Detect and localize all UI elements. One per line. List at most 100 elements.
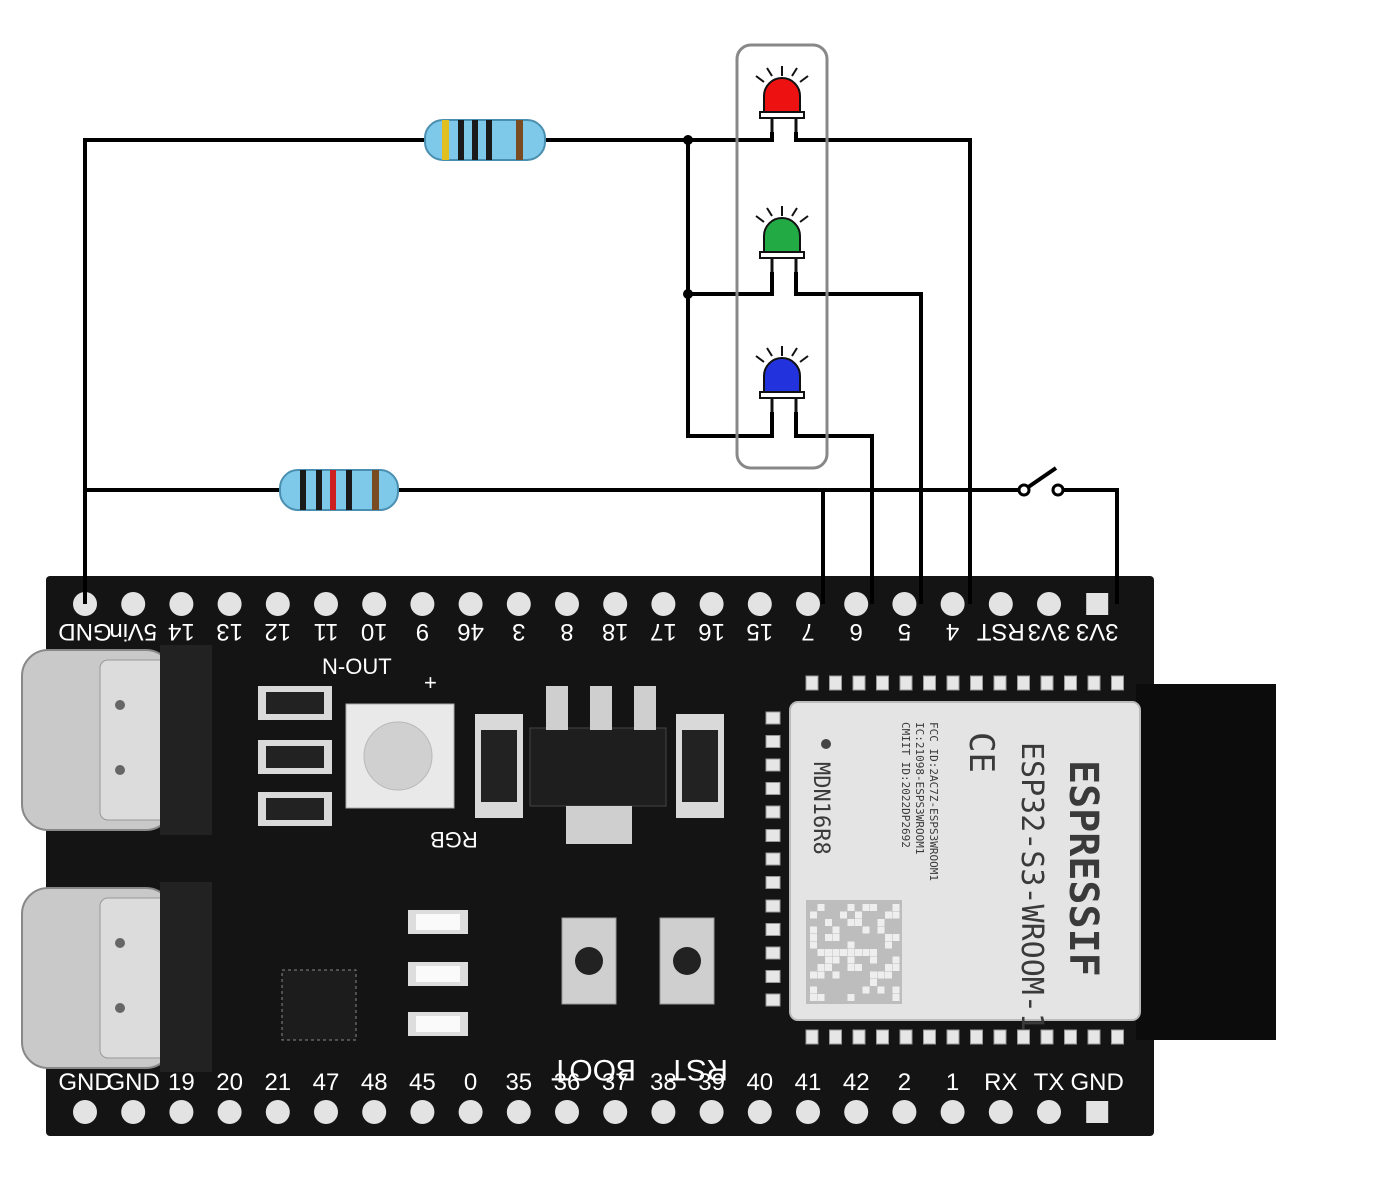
rst-button[interactable] [659,917,715,1005]
pin-label-bottom: 38 [650,1069,677,1096]
pin-label-top: 10 [361,618,388,645]
pin-label-top: 17 [650,618,677,645]
usb-c-connector-top [21,645,212,835]
pin-label-bottom: 37 [602,1069,629,1096]
wire-cathode-bus [686,140,774,438]
wire-cathode-green [688,272,774,296]
pin-label-top: 11 [314,618,339,645]
header-pin-bottom [1086,1101,1109,1123]
header-pin-bottom [410,1100,435,1124]
header-pin-bottom [796,1100,820,1124]
pin-label-top: 4 [946,618,959,645]
pin-label-bottom: 20 [216,1069,243,1096]
pin-label-bottom: TX [1034,1069,1065,1096]
header-pin-top [747,592,772,616]
silk-rst: RST [668,1053,728,1086]
pin-label-top: 3V3 [1028,618,1071,645]
header-pin-top [844,592,869,616]
esp32-s3-wroom-1-module: ESPRESSIF ESP32-S3-WROOM-1 CE MDN16R8 FC… [765,675,1276,1045]
pin-label-bottom: 2 [898,1069,911,1096]
header-pin-bottom [73,1100,97,1124]
pin-label-bottom: 21 [264,1069,291,1096]
led-red [755,66,809,132]
header-pin-bottom [892,1100,917,1124]
wire-green-to-pin5 [794,272,923,604]
header-pin-top [506,592,531,616]
header-pin-top [796,592,820,616]
header-pin-top [217,592,242,616]
pin-label-top: 9 [416,618,429,645]
pin-label-top: GND [58,618,111,645]
led-glow-icon [755,206,809,223]
header-pin-top [555,592,579,616]
pin-label-bottom: 35 [505,1069,532,1096]
usb-c-connector-bottom [21,882,212,1072]
pin-label-top: 18 [602,618,629,645]
module-ce-mark: CE [961,732,1001,773]
header-pin-bottom [844,1100,869,1124]
pin-label-bottom: 47 [313,1069,340,1096]
pin-label-top: 6 [850,618,863,645]
module-brand: ESPRESSIF [1060,760,1106,977]
header-pin-bottom [940,1100,965,1124]
header-pin-bottom [651,1100,676,1124]
pin-label-top: 13 [216,618,243,645]
wire-blue-to-pin6 [794,412,874,604]
wire-gnd-top [83,138,425,604]
led-group-outline [735,43,829,470]
pin-label-top: 12 [264,618,291,645]
resistor-2 [279,469,399,511]
header-pin-bottom [362,1100,387,1124]
pin-label-top: 46 [457,618,484,645]
module-model: ESP32-S3-WROOM-1 [1014,742,1049,1031]
pin-label-top: 7 [801,618,814,645]
led-green [755,206,809,272]
pin-label-top: 15 [746,618,773,645]
header-pin-bottom [1037,1100,1061,1124]
pin-label-top: 16 [698,618,725,645]
wires [83,132,1119,604]
pin-label-top: 5Vin [109,618,157,645]
pin-label-bottom: GND [107,1069,160,1096]
pin-label-top: 3 [512,618,525,645]
pin-label-bottom: GND [58,1069,111,1096]
pin-label-top: 5 [898,618,911,645]
header-pin-top [988,592,1013,616]
junction-dot [683,135,693,145]
silk-plus: + [424,670,437,695]
usb-bridge-chip [281,969,357,1041]
header-pin-top [699,592,724,616]
header-pin-bottom [699,1100,724,1124]
module-cert-line: FCC ID:2AC7Z-ESPS3WROOM1 [927,722,940,881]
pin-label-bottom: 39 [698,1069,725,1096]
switch-contact [1017,483,1031,497]
header-pin-top [940,592,965,616]
junction-dot [683,289,693,299]
pin-label-top: 8 [560,618,573,645]
pin-label-bottom: GND [1071,1069,1124,1096]
header-pin-bottom [265,1100,290,1124]
wire-red-to-pin4 [794,132,972,604]
pin-label-bottom: 41 [795,1069,822,1096]
pin-label-bottom: RX [984,1069,1017,1096]
header-pin-bottom [555,1100,579,1124]
switch-contact [1051,483,1065,497]
pin-label-top: 3V3 [1076,618,1119,645]
pin-label-bottom: 19 [168,1069,195,1096]
header-pin-bottom [169,1100,194,1124]
header-pin-bottom [747,1100,772,1124]
silk-rgb: RGB [430,827,478,852]
led-glow-icon [755,346,809,363]
header-pin-top [410,592,435,616]
header-pin-bottom [121,1100,146,1124]
header-pin-top [651,592,676,616]
pin-label-bottom: 0 [464,1069,477,1096]
boot-button[interactable] [561,917,617,1005]
wire-switch-to-3v3 [1058,488,1119,604]
header-pin-top [169,592,194,616]
header-pin-top [314,592,338,616]
pin-label-bottom: 1 [946,1069,959,1096]
header-pin-bottom [217,1100,242,1124]
